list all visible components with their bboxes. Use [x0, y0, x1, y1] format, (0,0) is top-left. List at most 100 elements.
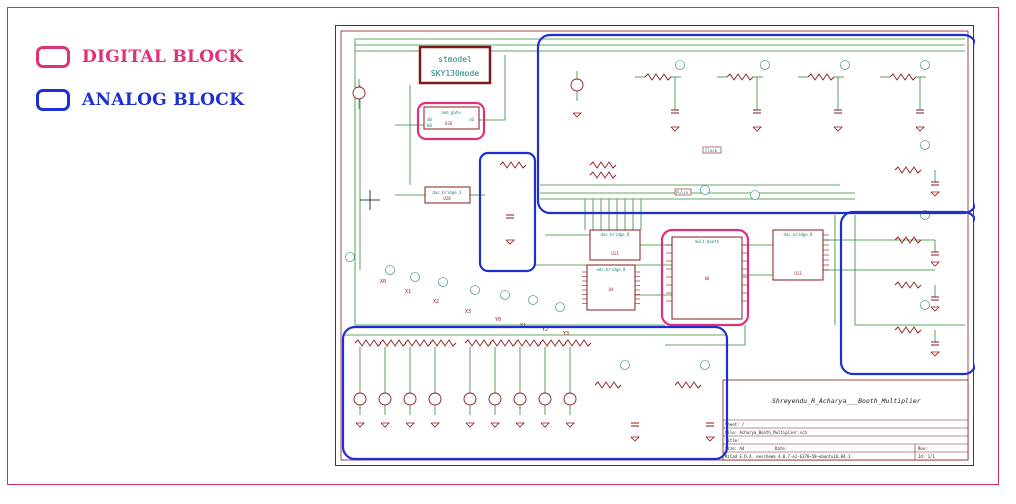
- voltage-source-glyph: [352, 86, 366, 100]
- bridge-bottom-body: [586, 264, 636, 311]
- and-gate-in-b: b0: [427, 123, 432, 128]
- analog-block-left: [478, 151, 537, 273]
- ground-glyph: [465, 422, 475, 428]
- voltage-source-glyph: [353, 392, 367, 406]
- ground-glyph: [915, 126, 925, 132]
- resistor-glyph: [429, 339, 457, 347]
- net-node-bubble: [700, 185, 710, 195]
- ground-glyph: [505, 239, 515, 245]
- outer-frame: [7, 7, 999, 485]
- ground-glyph: [930, 306, 940, 312]
- port-label: X3: [465, 309, 471, 315]
- resistor-glyph: [464, 339, 492, 347]
- multiplier-body: [671, 236, 743, 320]
- resistor-glyph: [644, 73, 672, 81]
- net-node-bubble: [760, 60, 770, 70]
- mux-ref: U28: [443, 196, 451, 201]
- digital-block-and-gate: [416, 101, 486, 141]
- title-cell: KiCad E.D.A. eeschema 4.0.7-e2-6376~58~u…: [725, 454, 851, 459]
- mux-name: dac_bridge_1: [433, 190, 462, 195]
- resistor-glyph: [894, 281, 922, 289]
- net-node-bubble: [410, 272, 420, 282]
- legend-digital: DIGITAL BLOCK: [36, 46, 243, 68]
- ground-glyph: [490, 422, 500, 428]
- legend-digital-swatch: [36, 46, 70, 68]
- net-node-bubble: [750, 190, 760, 200]
- voltage-source-glyph: [463, 392, 477, 406]
- ground-glyph: [572, 112, 582, 118]
- ground-glyph: [515, 422, 525, 428]
- resistor-glyph: [594, 381, 622, 389]
- ground-glyph: [430, 422, 440, 428]
- ground-glyph: [752, 126, 762, 132]
- title-cell: File: Acharya_Booth_Multiplier.sch: [725, 430, 807, 435]
- voltage-source-glyph: [513, 392, 527, 406]
- legend-analog: ANALOG BLOCK: [36, 89, 244, 111]
- ground-glyph: [930, 351, 940, 357]
- net-node-bubble: [675, 60, 685, 70]
- wire: [665, 325, 746, 346]
- resistor-glyph: [539, 339, 567, 347]
- net-node-bubble: [528, 295, 538, 305]
- ground-glyph: [930, 191, 940, 197]
- ground-glyph: [355, 422, 365, 428]
- resistor-glyph: [726, 73, 754, 81]
- and-gate-name: and_gate: [441, 110, 461, 115]
- net-node-bubble: [470, 285, 480, 295]
- resistor-glyph: [499, 161, 527, 169]
- voltage-source-glyph: [378, 392, 392, 406]
- node-label-box: [674, 188, 692, 196]
- ground-glyph: [930, 261, 940, 267]
- analog-block-bottom: [341, 325, 729, 461]
- mux-body: [424, 186, 471, 204]
- ground-glyph: [833, 126, 843, 132]
- net-label: Clock: [705, 148, 718, 153]
- title-cell: Sheet: /: [725, 422, 745, 427]
- ground-glyph: [630, 436, 640, 442]
- title-cell: Title:: [725, 438, 739, 443]
- ground-glyph: [540, 422, 550, 428]
- net-node-bubble: [345, 252, 355, 262]
- resistor-glyph: [889, 73, 917, 81]
- port-label: X2: [433, 299, 439, 305]
- digital-block-multiplier: [660, 228, 750, 327]
- model-box: [418, 45, 492, 85]
- voltage-source-glyph: [488, 392, 502, 406]
- wire-layer: [343, 38, 965, 415]
- net-node-bubble: [438, 277, 448, 287]
- ground-glyph: [705, 436, 715, 442]
- port-label: X0: [380, 279, 386, 285]
- resistor-glyph: [354, 339, 382, 347]
- title-block: Shreyendu_R_Acharya___Booth_Multiplier S…: [722, 379, 969, 461]
- ground-glyph: [670, 126, 680, 132]
- net-node-bubble: [620, 360, 630, 370]
- and-gate-ref: U26: [445, 121, 453, 126]
- net-node-bubble: [385, 265, 395, 275]
- analog-block-top: [536, 33, 975, 215]
- and-gate-body: [423, 106, 480, 130]
- model-line2: SKY130mode: [431, 69, 479, 78]
- resistor-glyph: [564, 339, 592, 347]
- resistor-glyph: [489, 339, 517, 347]
- bridge-bottom-ref: U4: [609, 287, 614, 292]
- legend-analog-swatch: [36, 89, 70, 111]
- net-node-bubble: [500, 290, 510, 300]
- voltage-source-glyph: [428, 392, 442, 406]
- title-cell: Rev:: [918, 446, 928, 451]
- resistor-glyph: [379, 339, 407, 347]
- title-cell: Size: A4: [725, 446, 745, 451]
- net-node-bubble: [920, 60, 930, 70]
- resistor-glyph: [807, 73, 835, 81]
- resistor-glyph: [894, 236, 922, 244]
- port-label: X1: [405, 289, 411, 295]
- ground-glyph: [565, 422, 575, 428]
- resistor-glyph: [894, 166, 922, 174]
- voltage-source-glyph: [403, 392, 417, 406]
- multiplier-ref: U8: [705, 276, 710, 281]
- model-line1: stmodel: [438, 55, 472, 64]
- bridge-top-body: [589, 229, 641, 261]
- bridge-top-ref: U11: [611, 251, 619, 256]
- net-node-bubble: [555, 302, 565, 312]
- block-outlines: [341, 33, 975, 461]
- title-cell: Date:: [775, 446, 787, 451]
